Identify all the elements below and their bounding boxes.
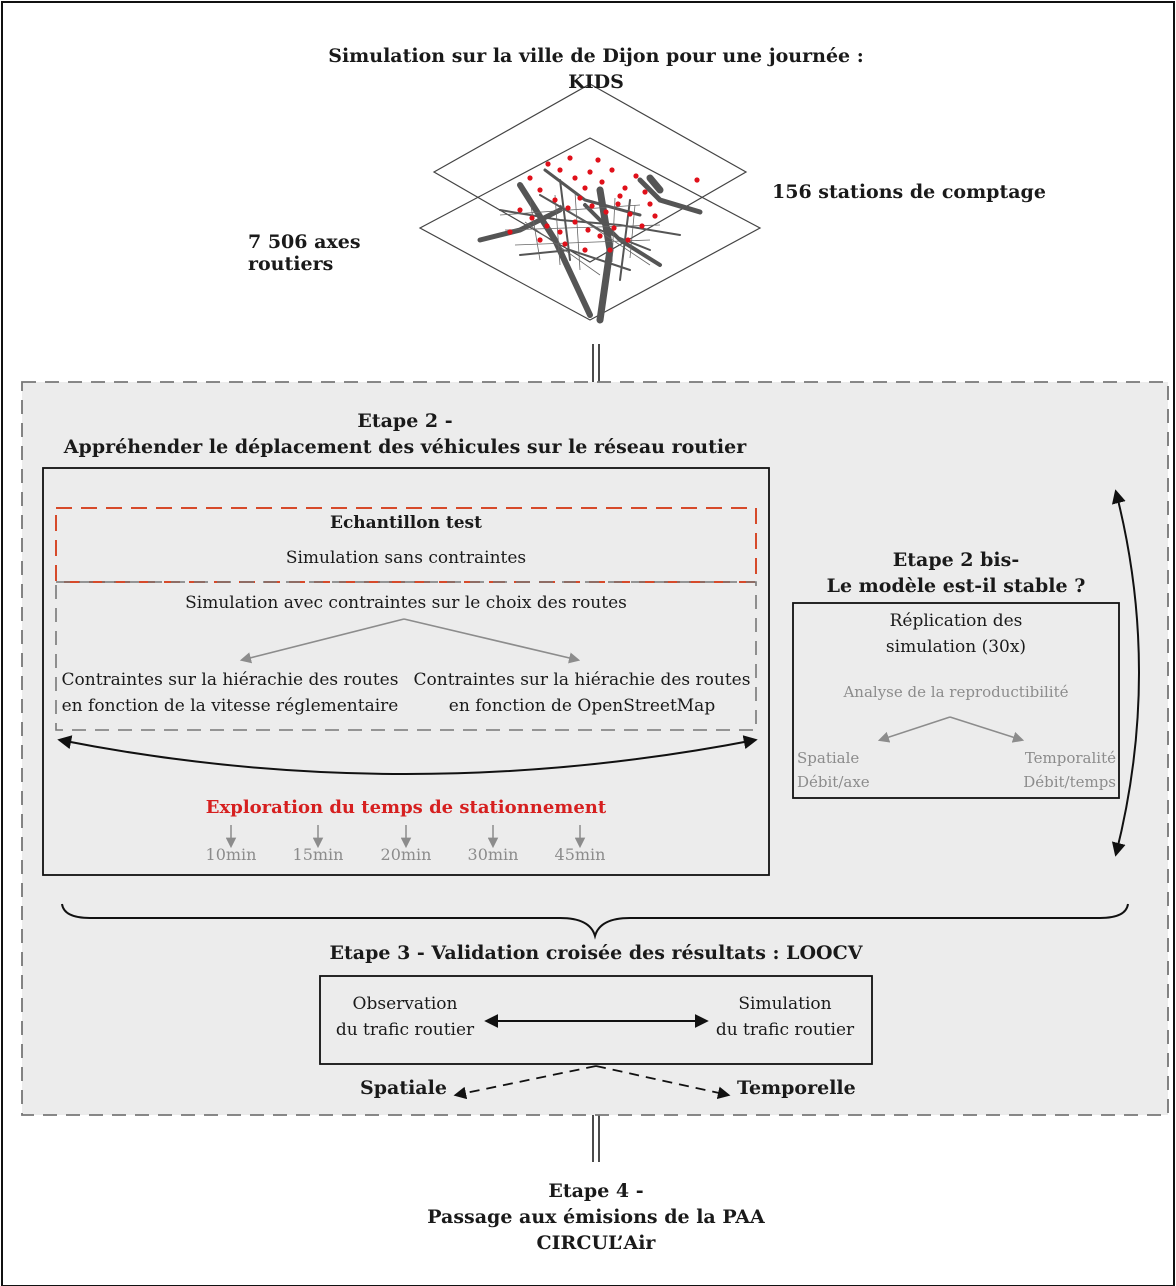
reproducibility-analysis: Analyse de la reproductibilité bbox=[843, 683, 1069, 701]
result-temporal: Temporelle bbox=[737, 1077, 856, 1099]
etape3-title: Etape 3 - Validation croisée des résulta… bbox=[329, 942, 863, 964]
reproducibility-left-line1: Spatiale bbox=[797, 749, 860, 767]
etape2-title: Etape 2 - Appréhender le déplacement des… bbox=[40, 408, 770, 460]
observation-line2: du trafic routier bbox=[335, 1020, 475, 1040]
reproducibility-right: Temporalité Débit/temps bbox=[990, 746, 1116, 794]
connector-bottom bbox=[592, 1115, 600, 1162]
etape4-title-line1: Etape 4 - bbox=[548, 1180, 644, 1202]
parking-time-10: 10min bbox=[205, 845, 257, 864]
etape4-title: Etape 4 - Passage aux émisions de la PAA… bbox=[300, 1178, 892, 1256]
reproducibility-branch-arrows bbox=[877, 716, 1025, 743]
header-title: Simulation sur la ville de Dijon pour un… bbox=[250, 43, 942, 95]
station-points bbox=[507, 155, 700, 253]
constraint-left-line1: Contraintes sur la hiérachie des routes bbox=[61, 670, 399, 690]
curved-double-arrow-constraints bbox=[57, 735, 758, 775]
etape2bis-title: Etape 2 bis- Le modèle est-il stable ? bbox=[790, 547, 1122, 599]
replication-line1: Réplication des bbox=[889, 611, 1023, 631]
constraint-branch-arrows bbox=[239, 618, 581, 664]
axes-label: 7 506 axes routiers bbox=[248, 231, 361, 275]
etape2-box bbox=[42, 467, 770, 876]
reproducibility-right-line1: Temporalité bbox=[1024, 749, 1116, 767]
sim-with-constraints: Simulation avec contraintes sur le choix… bbox=[185, 593, 627, 613]
etape4-title-line2: Passage aux émisions de la PAA bbox=[427, 1206, 765, 1228]
header-title-line2: KIDS bbox=[568, 71, 624, 93]
constraints-box bbox=[55, 581, 757, 731]
header-title-line1: Simulation sur la ville de Dijon pour un… bbox=[328, 45, 864, 67]
observation-text: Observation du trafic routier bbox=[322, 991, 488, 1043]
connector-top bbox=[592, 344, 600, 382]
sim-no-constraints: Simulation sans contraintes bbox=[285, 548, 527, 568]
etape4-title-line3: CIRCUL’Air bbox=[536, 1232, 656, 1254]
map-illustration bbox=[418, 83, 762, 324]
parking-time-20: 20min bbox=[380, 845, 432, 864]
constraint-left-line2: en fonction de la vitesse réglementaire bbox=[61, 696, 399, 716]
etape2bis-title-line1: Etape 2 bis- bbox=[892, 549, 1020, 571]
reproducibility-left: Spatiale Débit/axe bbox=[797, 746, 917, 794]
replication-text: Réplication des simulation (30x) bbox=[793, 608, 1119, 660]
validation-box bbox=[319, 975, 873, 1065]
reproducibility-left-line2: Débit/axe bbox=[797, 773, 870, 791]
simulation-line1: Simulation bbox=[738, 994, 832, 1014]
observation-line1: Observation bbox=[352, 994, 458, 1014]
simulation-text: Simulation du trafic routier bbox=[700, 991, 870, 1043]
constraint-right: Contraintes sur la hiérachie des routes … bbox=[404, 667, 760, 719]
sample-title: Echantillon test bbox=[330, 513, 482, 533]
stations-label: 156 stations de comptage bbox=[772, 181, 1046, 203]
result-dashed-arrows bbox=[453, 1065, 731, 1100]
constraint-right-line1: Contraintes sur la hiérachie des routes bbox=[413, 670, 751, 690]
constraint-left: Contraintes sur la hiérachie des routes … bbox=[52, 667, 408, 719]
parking-title: Exploration du temps de stationnement bbox=[205, 797, 607, 818]
reproducibility-right-line2: Débit/temps bbox=[1023, 773, 1116, 791]
etape2-title-line2: Appréhender le déplacement des véhicules… bbox=[63, 436, 747, 458]
parking-time-15: 15min bbox=[292, 845, 344, 864]
map-layer-top bbox=[432, 83, 748, 263]
simulation-line2: du trafic routier bbox=[715, 1020, 855, 1040]
constraint-right-line2: en fonction de OpenStreetMap bbox=[448, 696, 716, 716]
parking-time-arrows bbox=[225, 825, 586, 849]
parking-time-45: 45min bbox=[554, 845, 606, 864]
etape2-title-line1: Etape 2 - bbox=[357, 410, 453, 432]
curved-double-arrow-right bbox=[1111, 489, 1140, 857]
etape2bis-title-line2: Le modèle est-il stable ? bbox=[826, 575, 1086, 597]
replication-line2: simulation (30x) bbox=[885, 637, 1027, 657]
result-spatial: Spatiale bbox=[360, 1077, 447, 1099]
sample-box bbox=[55, 507, 757, 583]
parking-time-30: 30min bbox=[467, 845, 519, 864]
grouping-brace bbox=[61, 903, 1129, 940]
